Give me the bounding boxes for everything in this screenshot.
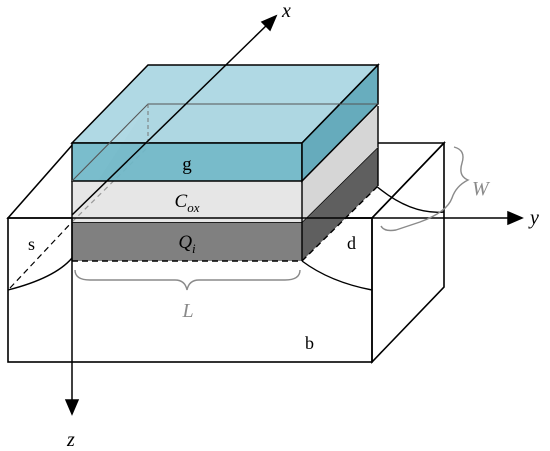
source-label: s bbox=[28, 234, 35, 254]
z-axis-label: z bbox=[66, 429, 75, 451]
y-axis-label: y bbox=[528, 207, 539, 229]
gate-layer bbox=[70, 63, 380, 183]
oxide-capacitance-label: Cox bbox=[175, 191, 200, 215]
width-label: W bbox=[472, 178, 491, 200]
z-axis-arrowhead bbox=[64, 399, 80, 416]
x-axis-label: x bbox=[281, 0, 291, 22]
x-axis-arrowhead bbox=[260, 14, 278, 32]
y-axis-arrowhead bbox=[507, 210, 524, 226]
gate-label: g bbox=[182, 154, 192, 175]
axes bbox=[64, 14, 524, 416]
drain-label: d bbox=[347, 233, 356, 253]
width-brace bbox=[380, 146, 470, 232]
length-brace bbox=[74, 269, 301, 291]
junction-curves bbox=[7, 184, 445, 291]
length-label: L bbox=[181, 300, 193, 322]
body-label: b bbox=[305, 333, 314, 353]
inversion-charge-label: Qi bbox=[178, 232, 196, 256]
source-hidden-edge bbox=[9, 221, 73, 289]
